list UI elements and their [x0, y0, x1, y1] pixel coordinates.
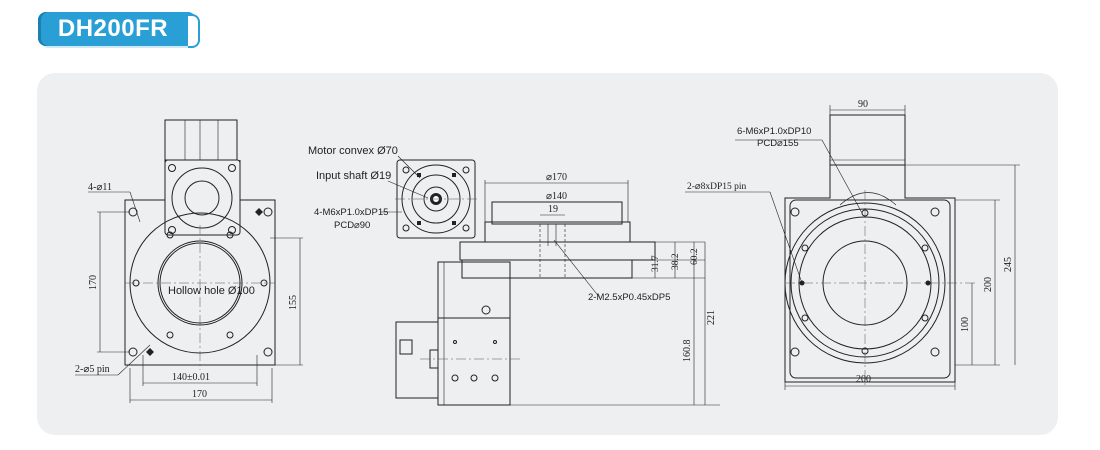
motor-convex-circle: [411, 174, 461, 224]
front-dim-155: 155: [288, 295, 299, 310]
front-pin-label: 2-⌀5 pin: [75, 364, 110, 375]
side-dim-221: 221: [706, 310, 717, 325]
rear-view: [685, 105, 1020, 390]
rear-dim-200-right: 200: [983, 277, 994, 292]
badge-edge-decoration: [188, 14, 200, 48]
front-view: [75, 119, 303, 403]
side-thread-label: 2-M2.5xP0.45xDP5: [588, 292, 670, 303]
rear-dim-100: 100: [960, 317, 971, 332]
front-hollow-label: Hollow hole Ø100: [168, 285, 255, 297]
rear-thread-label: 6-M6xP1.0xDP10: [737, 126, 811, 137]
motor-shaft-label: Input shaft Ø19: [316, 170, 391, 182]
side-view: [395, 180, 720, 406]
rear-pcd-label: PCD⌀155: [757, 138, 799, 149]
rear-pin-label: 2-⌀8xDP15 pin: [687, 182, 747, 192]
side-dim-60-2: 60.2: [690, 248, 700, 265]
front-dim-170-bottom: 170: [192, 389, 207, 400]
front-input-bore: [184, 180, 220, 216]
front-dim-170-left: 170: [88, 275, 99, 290]
front-holes-label: 4-⌀11: [88, 182, 112, 193]
side-dim-140: ⌀140: [546, 191, 567, 202]
side-body: [437, 261, 511, 406]
rear-dim-200-bottom: 200: [856, 374, 871, 385]
rear-motor-box: [829, 114, 906, 166]
front-dim-140: 140±0.01: [172, 372, 210, 383]
model-badge-text: DH200FR: [57, 15, 169, 42]
motor-convex-label: Motor convex Ø70: [308, 145, 398, 157]
side-dim-31-7: 31.7: [651, 255, 661, 272]
motor-pcd-label: PCD⌀90: [334, 220, 370, 231]
side-motor: [395, 321, 439, 399]
rear-dim-90: 90: [858, 99, 868, 110]
motor-threads-label: 4-M6xP1.0xDP15: [314, 207, 388, 218]
side-dim-160-8: 160.8: [682, 340, 693, 363]
side-dim-170: ⌀170: [546, 172, 567, 183]
rear-body-outline: [784, 165, 956, 383]
rear-dim-245: 245: [1003, 257, 1014, 272]
front-flange-ring: [171, 167, 233, 229]
side-dim-19: 19: [548, 204, 558, 215]
model-badge: DH200FR: [38, 12, 196, 46]
drawing-panel: [37, 73, 1058, 435]
side-dim-38-2: 38.2: [671, 253, 681, 270]
front-motor-box: [164, 119, 238, 161]
motor-view: [380, 155, 478, 239]
